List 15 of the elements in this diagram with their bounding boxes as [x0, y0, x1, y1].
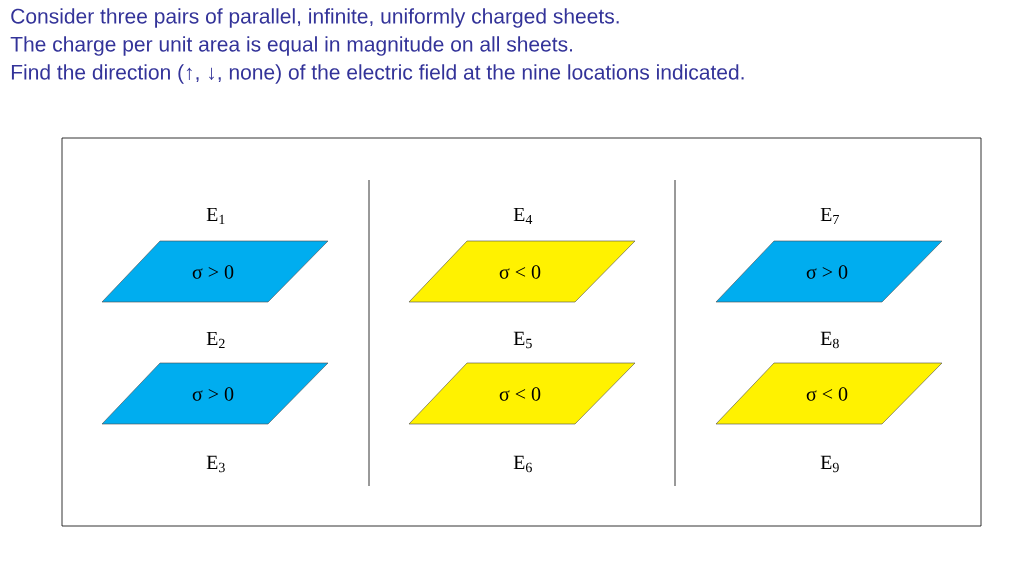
instruction-text: Find the direction (↑, ↓, none) of the electric field at the nine locations indicated. — [11, 64, 744, 84]
field-label: E$_{9}$ — [820, 455, 839, 473]
instruction-text: Consider three pairs of parallel, infinite, uniformly charged sheets. — [11, 8, 619, 28]
charged-sheet: σ > 0 — [715, 240, 943, 303]
charged-sheet: σ < 0 — [715, 362, 943, 425]
field-label: E$_{8}$ — [820, 331, 839, 349]
instruction-text: The charge per unit area is equal in magnitude on all sheets. — [10, 36, 573, 56]
field-label: E$_{2}$ — [206, 331, 225, 349]
charged-sheet: σ < 0 — [408, 362, 636, 425]
charged-sheet: σ > 0 — [101, 240, 329, 303]
charged-sheet: σ > 0 — [101, 362, 329, 425]
field-label: E$_{3}$ — [206, 455, 225, 473]
field-label: E$_{6}$ — [513, 455, 532, 473]
charged-sheet: σ < 0 — [408, 240, 636, 303]
field-label: E$_{5}$ — [513, 331, 532, 349]
